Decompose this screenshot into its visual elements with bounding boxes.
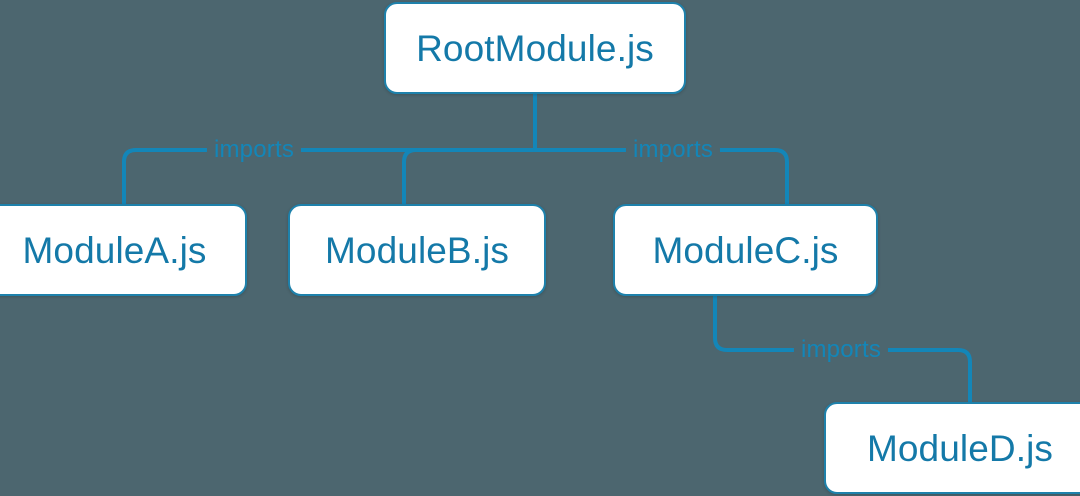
edge-root-to-a: [122, 92, 537, 206]
node-label-moduleb: ModuleB.js: [324, 229, 510, 271]
node-label-rootmodule: RootModule.js: [416, 27, 654, 69]
node-moduleb[interactable]: ModuleB.js: [288, 204, 546, 296]
node-moduled[interactable]: ModuleD.js: [824, 402, 1080, 494]
node-label-moduled: ModuleD.js: [866, 427, 1054, 469]
edge-root-to-b: [402, 148, 418, 206]
edge-root-to-c: [533, 148, 789, 206]
node-rootmodule[interactable]: RootModule.js: [384, 2, 686, 94]
node-modulea[interactable]: ModuleA.js: [0, 204, 247, 296]
edge-label-root-to-c: imports: [625, 138, 721, 162]
node-modulec[interactable]: ModuleC.js: [613, 204, 878, 296]
node-label-modulec: ModuleC.js: [652, 229, 839, 271]
edge-label-root-to-a: imports: [206, 138, 302, 162]
node-label-modulea: ModuleA.js: [22, 229, 207, 271]
edge-label-c-to-d: imports: [793, 338, 889, 362]
